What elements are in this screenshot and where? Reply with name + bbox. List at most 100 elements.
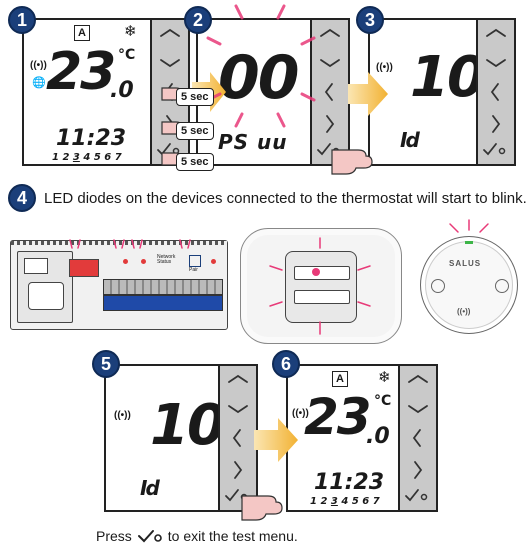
test-code: PS uu	[218, 130, 288, 154]
step-badge-2: 2	[184, 6, 212, 34]
step-badge-5: 5	[92, 350, 120, 378]
button-column	[398, 366, 436, 510]
pair-label: Pair	[189, 267, 198, 273]
temperature-decimal: .0	[366, 424, 390, 449]
step-badge-1: 1	[8, 6, 36, 34]
snowflake-icon: ❄	[124, 23, 137, 40]
confirm-button-icon	[317, 143, 331, 156]
clock-time: 11:23	[314, 470, 385, 495]
snowflake-icon: ❄	[378, 369, 391, 386]
down-button-icon	[486, 59, 506, 68]
footer-press-text: Press	[96, 528, 132, 544]
test-display-value: 00	[218, 43, 299, 113]
signal-icon: ((•))	[457, 307, 471, 316]
brand-logo: SALUS	[449, 259, 482, 268]
button-column	[310, 20, 348, 164]
left-button-icon	[490, 83, 499, 101]
test-code: Id	[400, 128, 420, 152]
confirm-check-icon	[137, 530, 162, 543]
confirm-button-icon	[483, 143, 497, 156]
up-button-icon	[486, 28, 506, 37]
temperature-decimal: .0	[110, 78, 134, 103]
footer-rest-text: to exit the test menu.	[167, 528, 298, 544]
up-button-icon	[160, 28, 180, 37]
footer-instruction: Press to exit the test menu.	[96, 528, 298, 544]
press-duration-label-2: 5 sec	[176, 122, 214, 140]
day-5: 5	[93, 152, 101, 163]
blue-terminal-strip	[103, 295, 223, 311]
blink-rays-icon	[206, 4, 316, 128]
press-duration-label-3: 5 sec	[176, 153, 214, 171]
day-7: 7	[114, 152, 122, 163]
press-duration-label-1: 5 sec	[176, 88, 214, 106]
test-display-value: 10	[410, 45, 486, 110]
red-module	[69, 259, 99, 277]
thermostat-panel-2: 00 PS uu	[196, 18, 350, 166]
day-3: 3	[330, 496, 338, 507]
confirm-button-icon	[405, 489, 419, 502]
pair-button	[189, 255, 201, 267]
mode-indicator: A	[332, 371, 348, 387]
thermostat-panel-5: ((•)) 10 Id	[104, 364, 258, 512]
led-indicator	[211, 259, 216, 264]
day-2: 2	[320, 496, 328, 507]
clock-time: 11:23	[56, 126, 127, 151]
arrow-right-icon	[254, 418, 298, 462]
left-button-icon	[324, 83, 333, 101]
led-indicator	[141, 259, 146, 264]
temperature-unit: °C	[374, 393, 392, 409]
step-badge-4: 4	[8, 184, 36, 212]
day-6: 6	[362, 496, 370, 507]
day-indicators: 1 2 3 4 5 6 7	[310, 496, 380, 507]
day-1: 1	[52, 152, 59, 163]
blink-rays-icon	[269, 237, 371, 335]
test-code: Id	[140, 476, 160, 500]
network-status-label: Network Status	[157, 254, 176, 265]
led-indicator	[123, 259, 128, 264]
day-2: 2	[62, 152, 70, 163]
signal-icon: ((•))	[114, 410, 131, 421]
signal-icon: ((•))	[30, 60, 47, 71]
mode-indicator: A	[74, 25, 90, 41]
confirm-button-icon	[225, 489, 239, 502]
button-column	[218, 366, 256, 510]
left-button-icon	[412, 429, 421, 447]
day-6: 6	[104, 152, 112, 163]
signal-icon: ((•))	[376, 62, 393, 73]
step-4-description: LED diodes on the devices connected to t…	[44, 190, 527, 207]
up-button-icon	[228, 374, 248, 383]
day-4: 4	[83, 152, 91, 163]
wiring-centre-device: Network Status Pair	[10, 240, 228, 330]
temperature-unit: °C	[118, 47, 136, 63]
signal-icon: ((•))	[292, 408, 309, 419]
up-button-icon	[320, 28, 340, 37]
hand-press-icon	[241, 495, 283, 521]
down-button-icon	[320, 59, 340, 68]
button-column	[476, 20, 514, 164]
hand-press-icon	[331, 149, 373, 175]
down-button-icon	[228, 405, 248, 414]
blink-rays-icon	[449, 219, 489, 233]
globe-icon: 🌐	[32, 77, 46, 89]
day-1: 1	[310, 496, 317, 507]
thermostat-panel-6: A ❄ ((•)) 23 .0 °C 11:23 1 2 3 4 5 6 7	[286, 364, 438, 512]
right-button-icon	[326, 115, 335, 133]
right-button-icon	[414, 461, 423, 479]
up-button-icon	[408, 374, 428, 383]
step-badge-6: 6	[272, 350, 300, 378]
receiver-module-device	[240, 228, 402, 344]
right-button-icon	[492, 115, 501, 133]
temperature-value: 23	[46, 42, 116, 102]
power-module	[17, 251, 73, 323]
arrow-right-icon	[348, 72, 388, 116]
grey-terminal-strip	[103, 279, 223, 295]
right-button-icon	[234, 461, 243, 479]
day-7: 7	[372, 496, 380, 507]
day-3: 3	[72, 152, 80, 163]
green-led-indicator	[465, 241, 473, 244]
temperature-value: 23	[304, 388, 372, 446]
day-5: 5	[351, 496, 359, 507]
down-button-icon	[160, 59, 180, 68]
step-badge-3: 3	[356, 6, 384, 34]
thermostat-panel-3: ((•)) 10 Id	[368, 18, 516, 166]
